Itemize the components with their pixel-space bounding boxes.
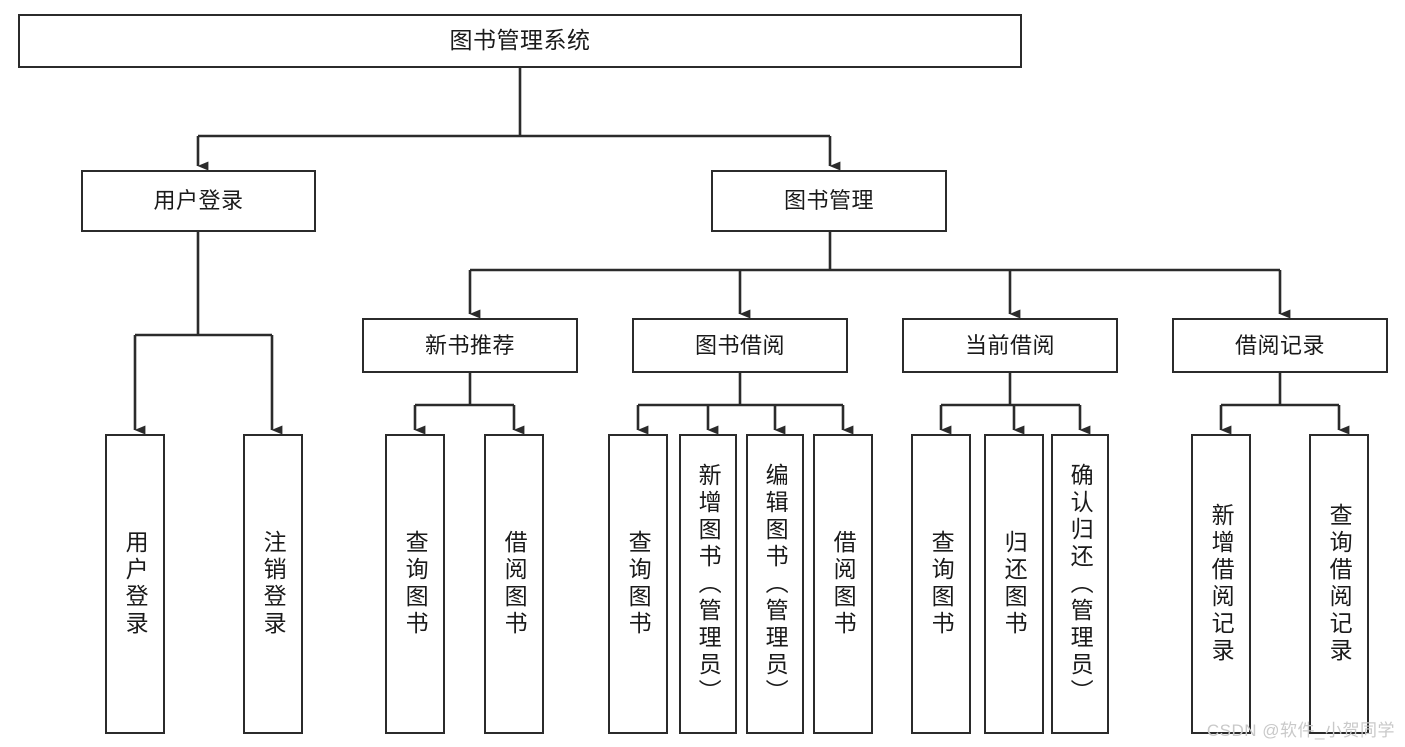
node-current-borrow[interactable]: 当前借阅 xyxy=(902,318,1118,373)
leaf-borrow-book-recommend[interactable]: 借阅图书 xyxy=(484,434,544,734)
leaf-query-borrow-record-label: 查询借阅记录 xyxy=(1326,503,1353,665)
leaf-confirm-return-admin-label: 确认归还（管理员） xyxy=(1067,462,1094,706)
leaf-add-book-admin-label: 新增图书（管理员） xyxy=(695,462,722,706)
leaf-user-login-label: 用户登录 xyxy=(122,530,149,638)
node-borrow-records[interactable]: 借阅记录 xyxy=(1172,318,1388,373)
leaf-confirm-return-admin[interactable]: 确认归还（管理员） xyxy=(1051,434,1109,734)
node-borrow-records-label: 借阅记录 xyxy=(1234,332,1325,358)
leaf-query-book-borrow[interactable]: 查询图书 xyxy=(608,434,668,734)
leaf-query-book-recommend[interactable]: 查询图书 xyxy=(385,434,445,734)
node-user-login[interactable]: 用户登录 xyxy=(81,170,316,232)
leaf-query-book-recommend-label: 查询图书 xyxy=(402,530,429,638)
leaf-return-book-label: 归还图书 xyxy=(1001,530,1028,638)
node-book-management-label: 图书管理 xyxy=(783,188,874,214)
leaf-query-book-borrow-label: 查询图书 xyxy=(625,530,652,638)
node-book-borrow[interactable]: 图书借阅 xyxy=(632,318,848,373)
node-new-book-recommend-label: 新书推荐 xyxy=(424,332,515,358)
node-new-book-recommend[interactable]: 新书推荐 xyxy=(362,318,578,373)
leaf-query-book-current-label: 查询图书 xyxy=(928,530,955,638)
node-book-borrow-label: 图书借阅 xyxy=(694,332,785,358)
leaf-query-book-current[interactable]: 查询图书 xyxy=(911,434,971,734)
leaf-logout-label: 注销登录 xyxy=(260,530,287,638)
leaf-add-borrow-record-label: 新增借阅记录 xyxy=(1208,503,1235,665)
leaf-add-borrow-record[interactable]: 新增借阅记录 xyxy=(1191,434,1251,734)
node-current-borrow-label: 当前借阅 xyxy=(964,332,1055,358)
node-root-label: 图书管理系统 xyxy=(449,27,591,54)
node-root[interactable]: 图书管理系统 xyxy=(18,14,1022,68)
watermark: CSDN @软件_小贺同学 xyxy=(1206,721,1395,740)
leaf-borrow-book-label: 借阅图书 xyxy=(830,530,857,638)
leaf-edit-book-admin[interactable]: 编辑图书（管理员） xyxy=(746,434,804,734)
leaf-add-book-admin[interactable]: 新增图书（管理员） xyxy=(679,434,737,734)
leaf-query-borrow-record[interactable]: 查询借阅记录 xyxy=(1309,434,1369,734)
leaf-return-book[interactable]: 归还图书 xyxy=(984,434,1044,734)
leaf-logout[interactable]: 注销登录 xyxy=(243,434,303,734)
leaf-borrow-book[interactable]: 借阅图书 xyxy=(813,434,873,734)
node-user-login-label: 用户登录 xyxy=(153,188,244,214)
leaf-user-login[interactable]: 用户登录 xyxy=(105,434,165,734)
leaf-edit-book-admin-label: 编辑图书（管理员） xyxy=(762,462,789,706)
node-book-management[interactable]: 图书管理 xyxy=(711,170,947,232)
leaf-borrow-book-recommend-label: 借阅图书 xyxy=(501,530,528,638)
